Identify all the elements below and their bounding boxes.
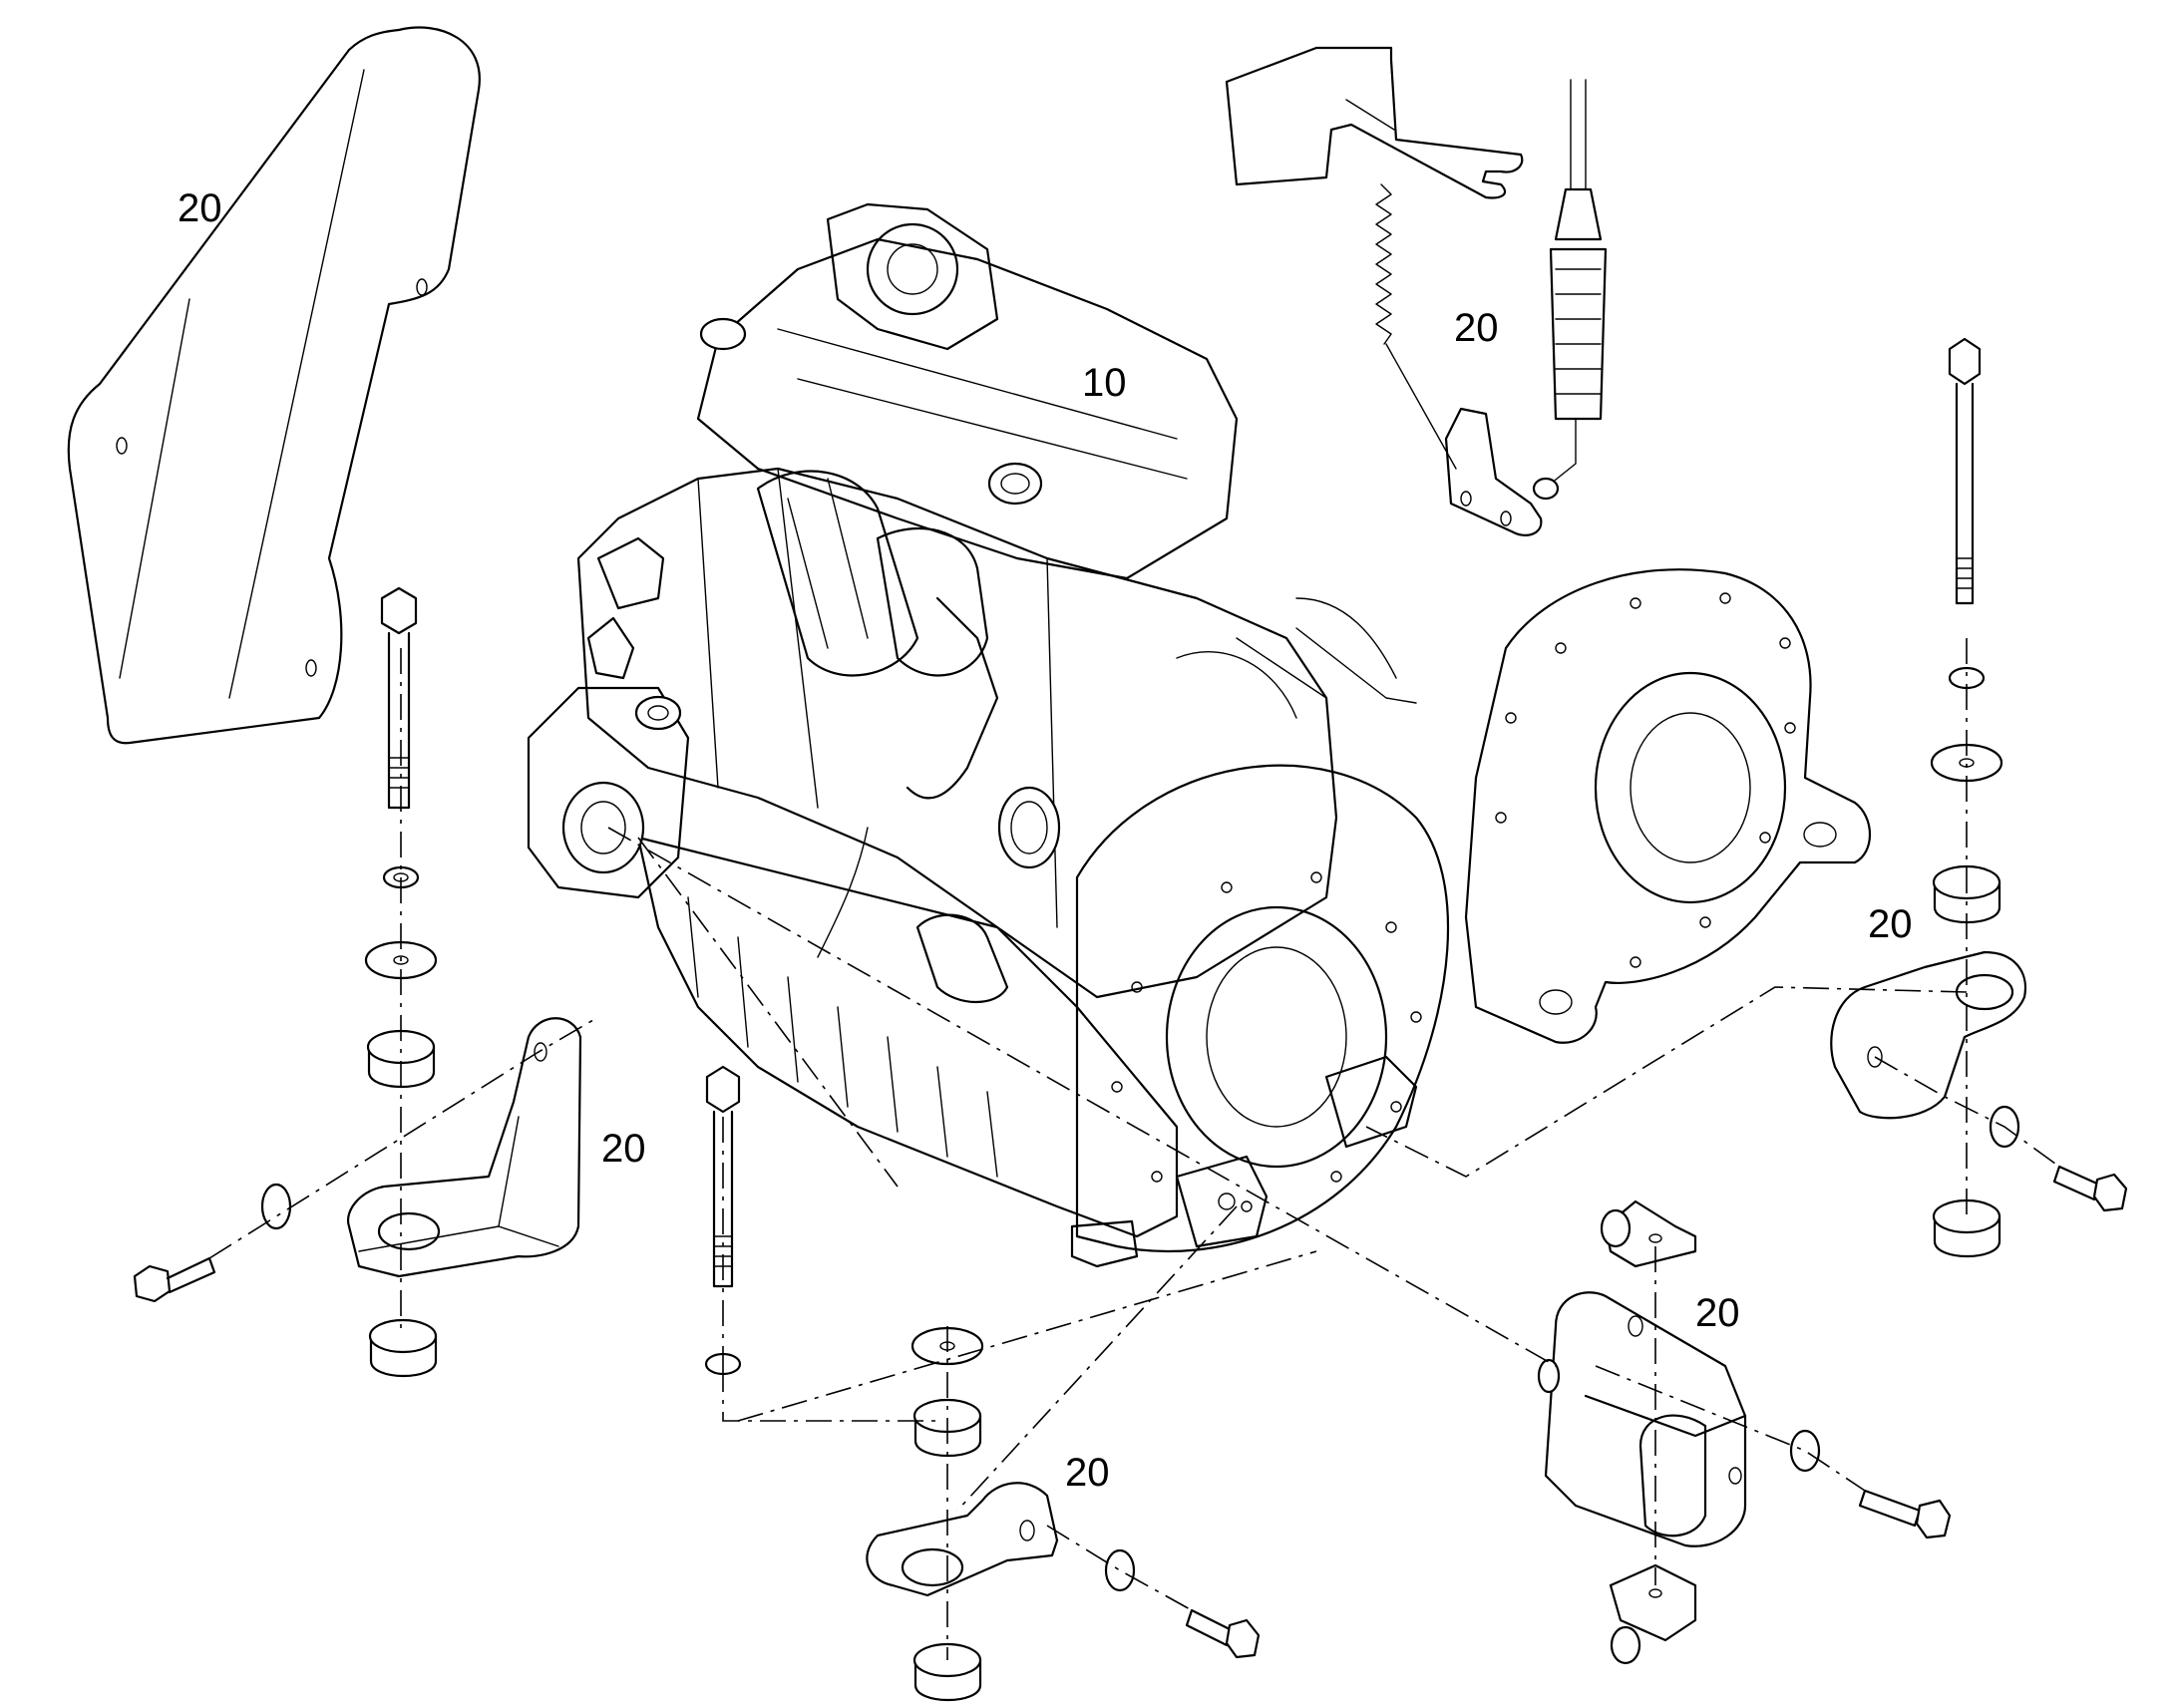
throttle-bracket-assembly: 20 [1225,46,1608,536]
callout-throttle-bracket: 20 [1454,306,1499,350]
right-mount-assembly: 20 [1830,337,2128,1257]
hydraulic-pump-assembly: 20 [1537,1199,1952,1665]
callout-engine: 10 [1082,361,1127,405]
callout-left-mount: 20 [601,1127,646,1171]
heat-shield: 20 [67,26,481,745]
callout-shield: 20 [178,186,222,230]
callout-pump: 20 [1695,1291,1740,1335]
callout-bottom-mount: 20 [1065,1451,1110,1495]
left-mount-assembly: 20 [133,586,646,1377]
engine-assembly: 10 [527,202,1450,1268]
callout-right-mount: 20 [1868,902,1913,946]
assembly-centerlines [208,638,2060,1660]
flywheel-cover-plate [1464,568,1872,1044]
